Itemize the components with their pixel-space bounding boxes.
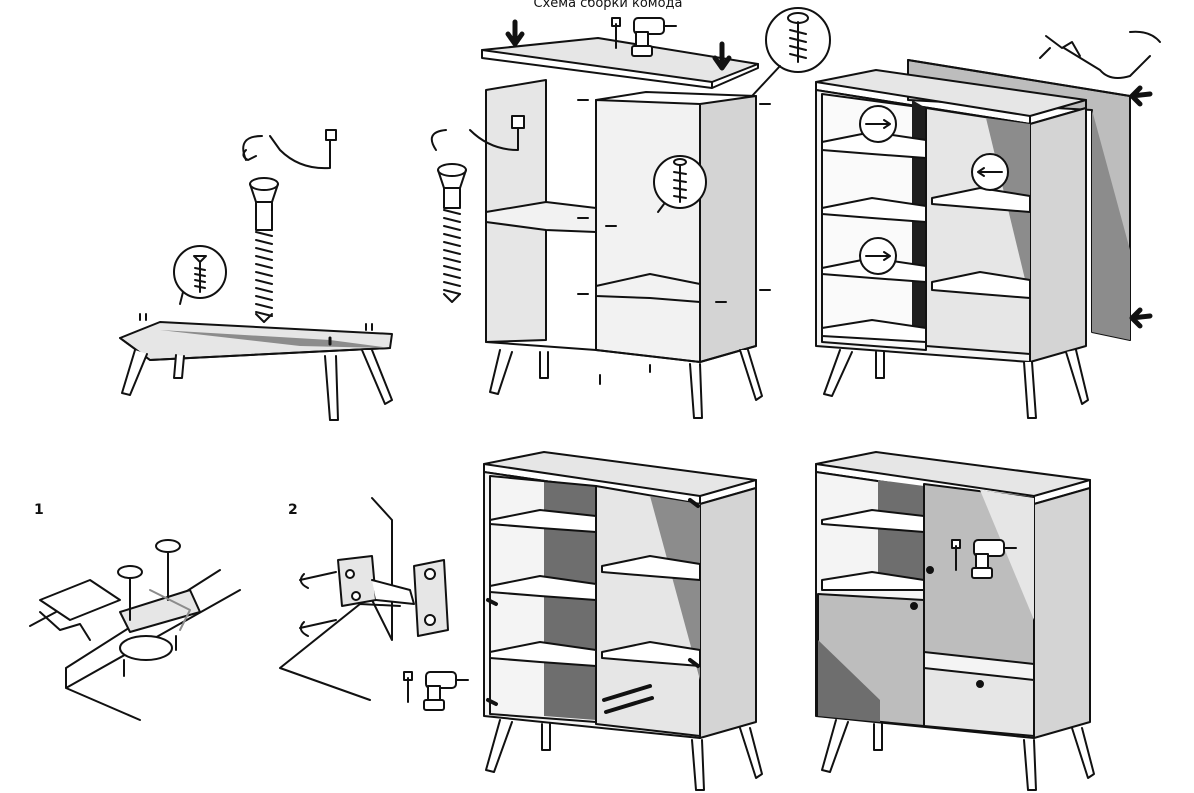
step-label-2: 2	[288, 502, 298, 518]
step-label-1: 1	[34, 502, 44, 518]
hinge-step-2	[279, 497, 469, 711]
confirmat-screw-middle	[430, 115, 525, 303]
carcass-frame-middle	[485, 79, 771, 419]
screw-callout-top	[751, 7, 831, 97]
screw-callout-middle	[653, 155, 707, 213]
cabinet-finished	[815, 451, 1095, 791]
confirmat-screw-left	[242, 129, 337, 323]
base-panel-group	[119, 313, 393, 421]
hinge-step-1	[29, 539, 241, 721]
top-panel-group	[481, 17, 759, 89]
cabinet-hinges	[483, 451, 763, 791]
cabinet-open-shelves	[815, 69, 1089, 419]
screw-callout-left	[173, 245, 227, 305]
diagram-title: Схема сборки комода	[533, 0, 683, 11]
